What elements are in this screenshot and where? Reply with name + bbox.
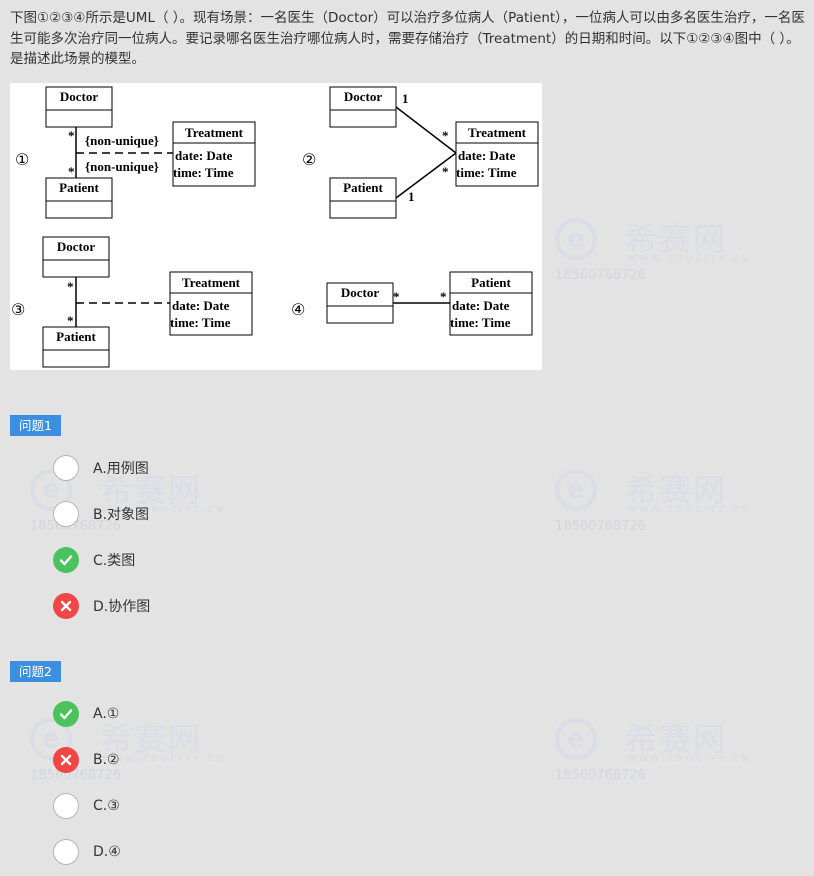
diagram-4-label: ④ <box>291 300 305 319</box>
diagram-1-constraint-bottom: {non-unique} <box>85 159 159 174</box>
diagram-3-treatment-class <box>169 271 253 336</box>
watermark-subtitle: WWW.EDUCITY.CN <box>627 754 751 763</box>
watermark-phone: 18560768726 <box>555 268 646 283</box>
watermark: e 希赛网 WWW.EDUCITY.CN 18560768726 <box>555 212 755 292</box>
question-2-label: 问题2 <box>10 661 61 682</box>
diagram-3-label: ③ <box>11 300 25 319</box>
watermark: e 希赛网 WWW.EDUCITY.CN 18560768726 <box>555 463 755 543</box>
diagram-4-patient-name: Patient <box>471 275 511 290</box>
uml-diagram-svg: ① Doctor Patient * * {non-unique} {non-u… <box>11 86 539 368</box>
question-2-option-c[interactable]: C.③ <box>53 791 120 821</box>
watermark-title: 希赛网 <box>625 471 728 509</box>
diagram-1-label: ① <box>15 150 29 169</box>
option-label: A.① <box>93 706 120 722</box>
watermark-title: 希赛网 <box>625 220 728 258</box>
diagram-2-patient-class <box>329 177 397 219</box>
diagram-1-mult-bottom: * <box>68 164 75 179</box>
diagram-2-label: ② <box>302 150 316 169</box>
watermark-title: 希赛网 <box>625 720 728 758</box>
diagram-3-patient-class <box>42 326 110 368</box>
check-icon[interactable] <box>53 701 79 727</box>
diagram-4-mult-doctor: * <box>393 289 400 304</box>
diagram-3-doctor-name: Doctor <box>57 239 95 254</box>
diagram-1-patient-class <box>45 177 113 219</box>
watermark-logo-icon: e <box>555 718 597 760</box>
diagram-2-link-patient <box>395 152 457 199</box>
diagram-4-attr-time: time: Time <box>450 315 511 330</box>
radio-button-icon[interactable] <box>53 455 79 481</box>
option-label: A.用例图 <box>93 461 149 477</box>
diagram-3-treatment-name: Treatment <box>182 275 241 290</box>
diagram-4-doctor-class <box>326 282 394 324</box>
option-label: B.② <box>93 752 120 768</box>
diagram-3-attr-time: time: Time <box>170 315 231 330</box>
diagram-2-mult-treat-top: * <box>442 128 449 143</box>
cross-icon[interactable] <box>53 747 79 773</box>
uml-diagram-image: ① Doctor Patient * * {non-unique} {non-u… <box>10 83 542 370</box>
option-label: D.协作图 <box>93 599 151 615</box>
diagram-1-mult-top: * <box>68 128 75 143</box>
radio-button-icon[interactable] <box>53 793 79 819</box>
question-1-option-a[interactable]: A.用例图 <box>53 453 149 483</box>
option-label: B.对象图 <box>93 507 150 523</box>
diagram-4-mult-patient: * <box>440 289 447 304</box>
question-2-option-b[interactable]: B.② <box>53 745 120 775</box>
watermark: e 希赛网 WWW.EDUCITY.CN 18560768726 <box>555 712 755 792</box>
diagram-3-doctor-class <box>42 236 110 278</box>
diagram-4-patient-class <box>449 271 533 336</box>
diagram-1-attr-date: date: Date <box>175 148 233 163</box>
option-label: C.类图 <box>93 553 136 569</box>
diagram-1-treatment-name: Treatment <box>185 125 244 140</box>
diagram-2-attr-date: date: Date <box>458 148 516 163</box>
watermark-logo-icon: e <box>555 469 597 511</box>
watermark-phone: 18560768726 <box>555 519 646 534</box>
diagram-3-mult-top: * <box>67 279 74 294</box>
option-label: C.③ <box>93 798 120 814</box>
diagram-3-patient-name: Patient <box>56 329 96 344</box>
diagram-2-mult-patient: 1 <box>408 189 415 204</box>
option-label: D.④ <box>93 844 121 860</box>
diagram-1-doctor-class <box>45 86 113 128</box>
diagram-4-doctor-name: Doctor <box>341 285 379 300</box>
diagram-1-constraint-top: {non-unique} <box>85 133 159 148</box>
diagram-2-patient-name: Patient <box>343 180 383 195</box>
diagram-1-treatment-class <box>172 121 256 187</box>
diagram-2-attr-time: time: Time <box>456 165 517 180</box>
watermark-phone: 18560768726 <box>555 768 646 783</box>
cross-icon[interactable] <box>53 593 79 619</box>
diagram-3-attr-date: date: Date <box>172 298 230 313</box>
check-icon[interactable] <box>53 547 79 573</box>
question-2-option-d[interactable]: D.④ <box>53 837 121 867</box>
watermark-subtitle: WWW.EDUCITY.CN <box>102 754 226 763</box>
diagram-1-doctor-name: Doctor <box>60 89 98 104</box>
diagram-2-doctor-name: Doctor <box>344 89 382 104</box>
question-1-option-b[interactable]: B.对象图 <box>53 499 149 529</box>
diagram-1-attr-time: time: Time <box>173 165 234 180</box>
radio-button-icon[interactable] <box>53 839 79 865</box>
diagram-2-treatment-name: Treatment <box>468 125 527 140</box>
diagram-2-treatment-class <box>455 121 539 187</box>
diagram-2-mult-treat-bottom: * <box>442 164 449 179</box>
watermark-subtitle: WWW.EDUCITY.CN <box>627 505 751 514</box>
question-2-option-a[interactable]: A.① <box>53 699 119 729</box>
watermark-logo-icon: e <box>555 218 597 260</box>
radio-button-icon[interactable] <box>53 501 79 527</box>
diagram-2-link-doctor <box>395 106 457 154</box>
diagram-3-mult-bottom: * <box>67 313 74 328</box>
question-stem: 下图①②③④所示是UML（ ）。现有场景：一名医生（Doctor）可以治疗多位病… <box>10 10 805 67</box>
question-1-option-d[interactable]: D.协作图 <box>53 591 150 621</box>
watermark-subtitle: WWW.EDUCITY.CN <box>627 254 751 263</box>
diagram-4-attr-date: date: Date <box>452 298 510 313</box>
diagram-2-mult-doctor: 1 <box>402 91 409 106</box>
question-1-label: 问题1 <box>10 415 61 436</box>
diagram-2-doctor-class <box>329 86 397 128</box>
question-1-option-c[interactable]: C.类图 <box>53 545 135 575</box>
diagram-1-patient-name: Patient <box>59 180 99 195</box>
